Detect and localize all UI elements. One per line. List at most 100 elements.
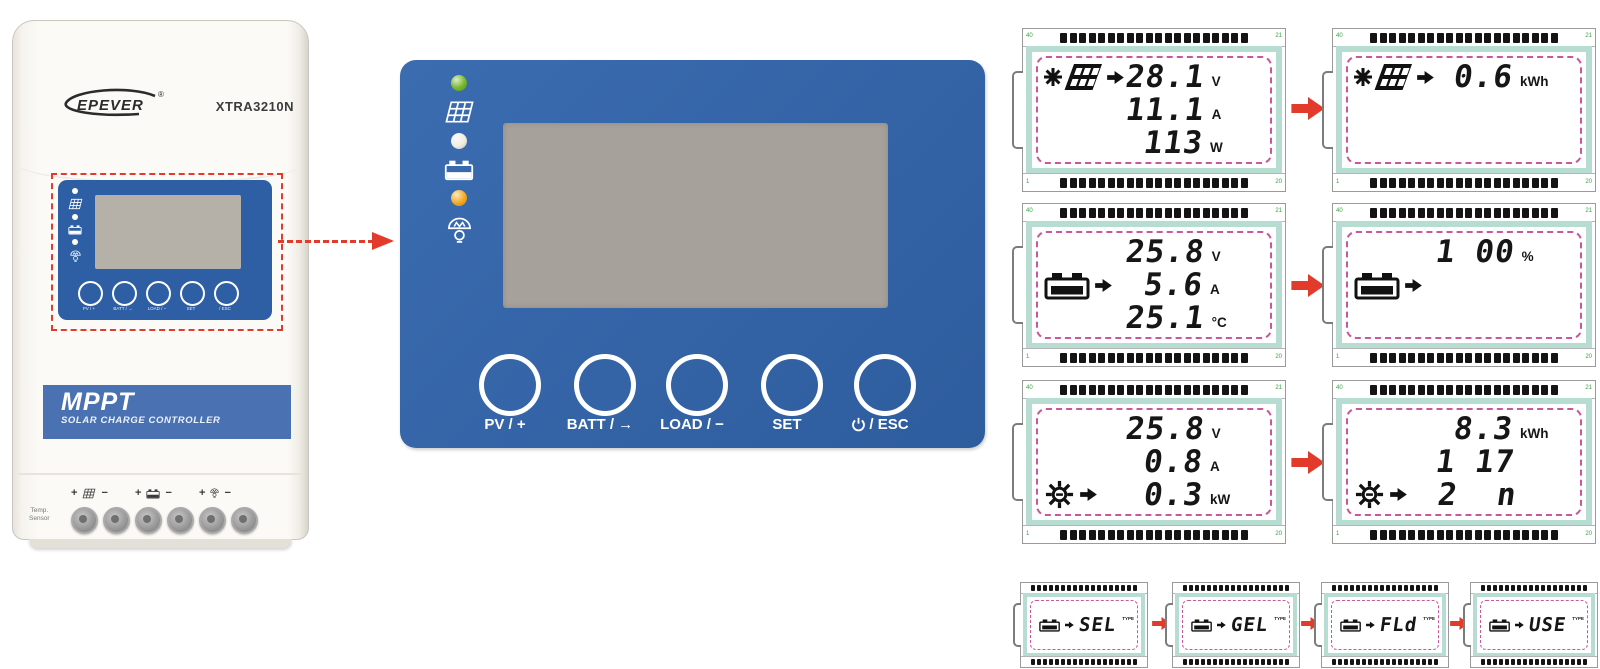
connector-pin [1484,529,1492,540]
connector-pin [1541,352,1549,363]
connector-pin [1126,352,1134,363]
connector-pin [1183,352,1191,363]
connector-pin [1541,177,1549,188]
device-set-button[interactable] [180,281,205,306]
connector-pin [1085,585,1089,591]
connector-pin [1103,659,1107,665]
connector-pin [1512,384,1520,395]
connector-pin [1398,352,1406,363]
connector-pin [1069,207,1077,218]
connector-pin [1541,529,1549,540]
device-load-label: LOAD / − [147,306,167,311]
solar-panel-icon [444,100,475,124]
load-led [451,190,467,206]
connector-pin [1079,529,1087,540]
connector-pin [1499,659,1503,665]
connector-pin [1465,32,1473,43]
connector-pin [1523,585,1527,591]
connector-pin [1183,207,1191,218]
connector-pin [1522,352,1530,363]
trademark-symbol: ® [158,90,164,99]
connector-pin [1079,207,1087,218]
connector-pin [1481,659,1485,665]
set-button[interactable] [761,354,823,416]
connector-pin [1332,585,1336,591]
connector-pin [1422,585,1426,591]
connector-pin [1529,659,1533,665]
connector-pin [1060,352,1068,363]
connector-pin [1344,585,1348,591]
connector-pin [1174,207,1182,218]
connector-pin [1049,659,1053,665]
terminal[interactable] [231,507,258,534]
solar-panel-icon [82,488,96,499]
device-batt-button[interactable] [112,281,137,306]
lcd-bracket [1165,603,1173,647]
connector-pin [1422,659,1426,665]
terminal[interactable] [71,507,98,534]
connector-pin [1164,207,1172,218]
connector-pin [1285,585,1289,591]
connector-pin [1107,32,1115,43]
device-esc-button[interactable] [214,281,239,306]
connector-pin [1088,32,1096,43]
connector-pin [1031,585,1035,591]
connector-pin [1446,32,1454,43]
terminal[interactable] [167,507,194,534]
lcd-screen-battery-type-use: USE TYPE [1463,582,1598,668]
connector-pin [1389,207,1397,218]
connector-pin [1484,207,1492,218]
next-screen-arrow [1291,274,1325,297]
connector-pin [1434,659,1438,665]
connector-pin [1386,585,1390,591]
connector-pin [1512,32,1520,43]
connector-pin [1174,529,1182,540]
terminal[interactable] [199,507,226,534]
connector-pin [1398,207,1406,218]
connector-pin [1499,585,1503,591]
connector-pin [1379,32,1387,43]
terminal[interactable] [135,507,162,534]
device-pv-button[interactable] [78,281,103,306]
connector-pin [1195,659,1199,665]
connector-pin [1410,659,1414,665]
connector-pin [1493,207,1501,218]
connector-pin [1037,659,1041,665]
batt-button[interactable] [574,354,636,416]
load-button[interactable] [666,354,728,416]
connector-pin [1553,585,1557,591]
connector-pin [1231,32,1239,43]
esc-button[interactable] [854,354,916,416]
connector-pin [1370,207,1378,218]
connector-pin [1212,529,1220,540]
connector-pin [1446,352,1454,363]
connector-pin [1098,207,1106,218]
batt-button-label: BATT / → [566,416,634,433]
connector-pin [1212,177,1220,188]
connector-pin [1522,529,1530,540]
connector-pin [1455,352,1463,363]
connector-pin [1285,659,1289,665]
connector-pin [1212,32,1220,43]
connector-pin [1061,659,1065,665]
connector-pin [1107,207,1115,218]
connector-pin [1073,585,1077,591]
connector-pin [1098,352,1106,363]
device-load-button[interactable] [146,281,171,306]
connector-pin [1427,529,1435,540]
connector-pin [1145,207,1153,218]
terminal[interactable] [103,507,130,534]
connector-pin [1098,177,1106,188]
connector-pin [1133,585,1137,591]
connector-pin [1079,659,1083,665]
connector-pin [1060,32,1068,43]
connector-pin [1212,352,1220,363]
pv-button[interactable] [479,354,541,416]
connector-pin [1183,659,1187,665]
connector-pin [1117,177,1125,188]
connector-pin [1255,585,1259,591]
connector-pin [1193,32,1201,43]
flow-arrow-icon [1107,71,1124,84]
connector-pin [1240,32,1248,43]
connector-pin [1474,177,1482,188]
